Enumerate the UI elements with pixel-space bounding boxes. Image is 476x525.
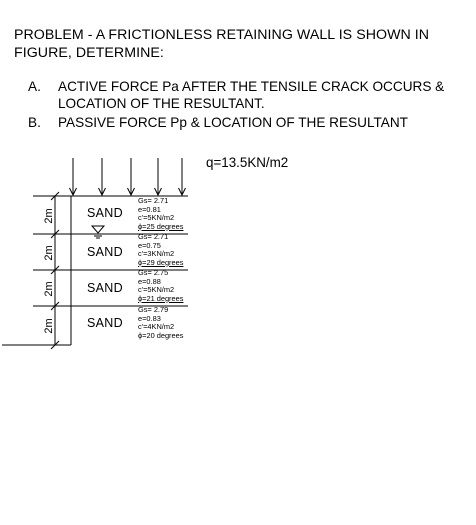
layer-2-c: c'=3KN/m2: [138, 249, 175, 259]
layer-3-c: c'=5KN/m2: [138, 285, 175, 295]
layer-1-properties: Gs= 2.71 e=0.81 c'=5KN/m2 ϕ=25 degrees: [138, 196, 184, 231]
question-a-text: ACTIVE FORCE Pa AFTER THE TENSILE CRACK …: [58, 79, 445, 111]
layer-2-phi: ϕ=29 degrees: [138, 257, 184, 267]
dimension-ticks: [50, 191, 60, 350]
question-b-text: PASSIVE FORCE Pp & LOCATION OF THE RESUL…: [58, 115, 408, 130]
layer-1-gs: Gs= 2.71: [138, 196, 169, 205]
layer-3-gs: Gs= 2.75: [138, 268, 169, 277]
layer-4-c: c'=4KN/m2: [138, 322, 175, 332]
question-b-letter: B.: [28, 115, 41, 130]
layer-1-e: e=0.81: [138, 204, 161, 214]
layer-3-phi: ϕ=21 degrees: [138, 293, 184, 303]
layer-2-thickness: 2m: [43, 245, 55, 261]
layer-1-phi: ϕ=25 degrees: [138, 221, 184, 231]
layer-3-thickness: 2m: [43, 281, 55, 297]
surcharge-label: q=13.5KN/m2: [206, 155, 289, 170]
layer-1-soil: SAND: [87, 206, 123, 220]
layer-4-soil: SAND: [87, 316, 123, 330]
layer-4-gs: Gs= 2.79: [138, 305, 169, 314]
layer-2-properties: Gs= 2.71 e=0.75 c'=3KN/m2 ϕ=29 degrees: [138, 232, 184, 267]
layer-1-thickness: 2m: [43, 208, 55, 224]
layer-4-thickness: 2m: [43, 318, 55, 334]
layer-2-soil: SAND: [87, 245, 123, 259]
layer-4-properties: Gs= 2.79 e=0.83 c'=4KN/m2 ϕ=20 degrees: [138, 305, 184, 340]
layer-3-soil: SAND: [87, 281, 123, 295]
problem-title: PROBLEM - A FRICTIONLESS RETAINING WALL …: [14, 27, 430, 61]
water-table-icon: [90, 225, 106, 239]
layer-4-e: e=0.83: [138, 313, 161, 323]
layer-3-properties: Gs= 2.75 e=0.88 c'=5KN/m2 ϕ=21 degrees: [138, 268, 184, 303]
layer-3-e: e=0.88: [138, 276, 161, 286]
surcharge-arrows: [69, 158, 186, 197]
layer-4-phi: ϕ=20 degrees: [138, 330, 184, 340]
layer-2-e: e=0.75: [138, 240, 161, 250]
layer-2-gs: Gs= 2.71: [138, 232, 169, 241]
layer-1-c: c'=5KN/m2: [138, 213, 175, 223]
question-a-letter: A.: [28, 79, 41, 94]
